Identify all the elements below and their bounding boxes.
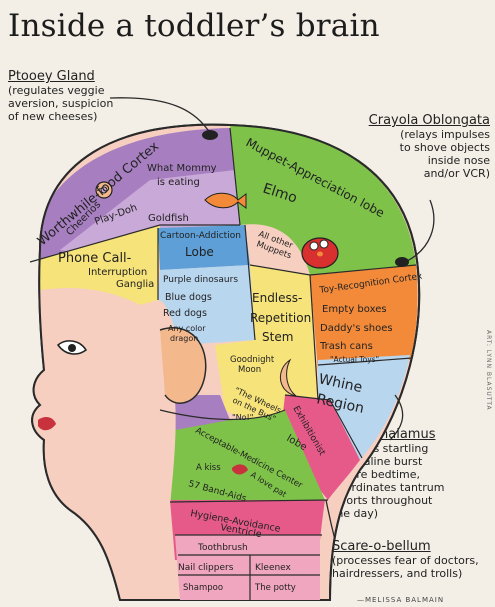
page-title: Inside a toddler’s brain xyxy=(8,8,380,44)
crayola-dot xyxy=(395,257,409,267)
note-line: (processes fear of doctors, xyxy=(332,554,479,567)
elmo-eye-icon xyxy=(309,241,319,251)
elmo-eye-icon xyxy=(319,239,329,249)
lips xyxy=(38,417,56,431)
note-line: aversion, suspicion xyxy=(8,97,114,110)
label-trash: Trash cans xyxy=(319,341,373,352)
region-food-items xyxy=(60,170,240,255)
face-front xyxy=(32,288,176,600)
author-credit: —MELISSA BALMAIN xyxy=(357,596,445,604)
ear xyxy=(159,327,207,404)
ptooey-gland-dot xyxy=(202,130,218,140)
label-shampoo: Shampoo xyxy=(183,583,223,593)
region-whine xyxy=(318,355,410,460)
label-blue: Blue dogs xyxy=(165,292,212,303)
label-no: "No!" xyxy=(232,413,253,422)
label-red: Red dogs xyxy=(163,308,207,319)
label-phone1: Phone Call- xyxy=(58,251,132,266)
note-crayola-oblongata: Crayola Oblongata (relays impulses to sh… xyxy=(360,114,490,180)
note-line: of new cheeses) xyxy=(8,110,98,123)
region-lower-strip xyxy=(172,395,230,430)
eye-pupil xyxy=(68,344,76,352)
label-endless3: Stem xyxy=(262,330,293,344)
note-line: hairdressers, and trolls) xyxy=(332,567,463,580)
label-nail: Nail clippers xyxy=(178,563,234,573)
callout-lines xyxy=(109,97,435,541)
label-cartoon2: Lobe xyxy=(185,245,214,259)
label-anycolor1: Any color xyxy=(168,324,206,333)
label-toothbrush: Toothbrush xyxy=(197,543,248,553)
label-empty: Empty boxes xyxy=(322,304,387,315)
moon-icon xyxy=(280,358,297,397)
label-kleenex: Kleenex xyxy=(255,563,292,573)
region-acceptable-medicine xyxy=(160,410,325,505)
note-line: to shove objects xyxy=(399,141,490,154)
art-credit: ART: LYNN BLASUTTA xyxy=(485,330,492,411)
region-hygiene-items xyxy=(175,535,320,600)
region-exhibitionist xyxy=(280,395,360,500)
region-muppet-appreciation xyxy=(230,126,416,275)
region-toy-recognition xyxy=(310,265,418,370)
goldfish-icon xyxy=(204,192,247,209)
note-line: inside nose xyxy=(427,154,490,167)
note-line: and/or VCR) xyxy=(423,167,490,180)
label-endless1: Endless- xyxy=(252,291,302,305)
note-line: efforts throughout xyxy=(332,494,433,507)
label-actual: "Actual Toys" xyxy=(330,355,379,364)
region-dividers xyxy=(29,127,417,600)
note-line: the day) xyxy=(332,507,379,520)
note-line: coordinates tantrum xyxy=(332,481,445,494)
note-scare-o-bellum: Scare-o-bellum (processes fear of doctor… xyxy=(332,540,492,580)
region-phone-call xyxy=(32,225,160,305)
label-akiss: A kiss xyxy=(196,463,221,473)
label-what-mommy: What Mommy xyxy=(147,163,217,174)
label-endless2: Repetition xyxy=(250,311,311,325)
note-ptooey-gland: Ptooey Gland (regulates veggie aversion,… xyxy=(8,70,158,123)
label-goldfish: Goldfish xyxy=(148,213,189,224)
label-phone3: Ganglia xyxy=(116,279,154,290)
cheerio-hole xyxy=(100,186,108,194)
label-potty: The potty xyxy=(254,583,296,593)
label-goodnight1: Goodnight xyxy=(230,355,275,365)
head-outline xyxy=(31,123,421,601)
note-head: Crayola Oblongata xyxy=(368,113,490,128)
label-daddys: Daddy's shoes xyxy=(320,323,393,334)
region-cartoon-list xyxy=(158,265,255,345)
label-phone2: Interruption xyxy=(88,267,147,278)
elmo-nose-icon xyxy=(317,251,323,257)
region-cartoon-addiction xyxy=(158,225,250,270)
kiss-icon xyxy=(232,464,248,475)
label-purple: Purple dinosaurs xyxy=(163,275,238,285)
region-endless-repetition xyxy=(215,265,318,419)
note-head: Scare-o-bellum xyxy=(332,539,431,554)
label-is-eating: is eating xyxy=(157,177,200,188)
note-head: Ptooey Gland xyxy=(8,69,95,84)
note-line: (regulates veggie xyxy=(8,84,105,97)
label-goodnight2: Moon xyxy=(238,365,261,375)
label-anycolor2: dragon xyxy=(170,334,198,343)
label-cartoon1: Cartoon-Addiction xyxy=(160,231,241,241)
note-line: (relays impulses xyxy=(400,128,490,141)
